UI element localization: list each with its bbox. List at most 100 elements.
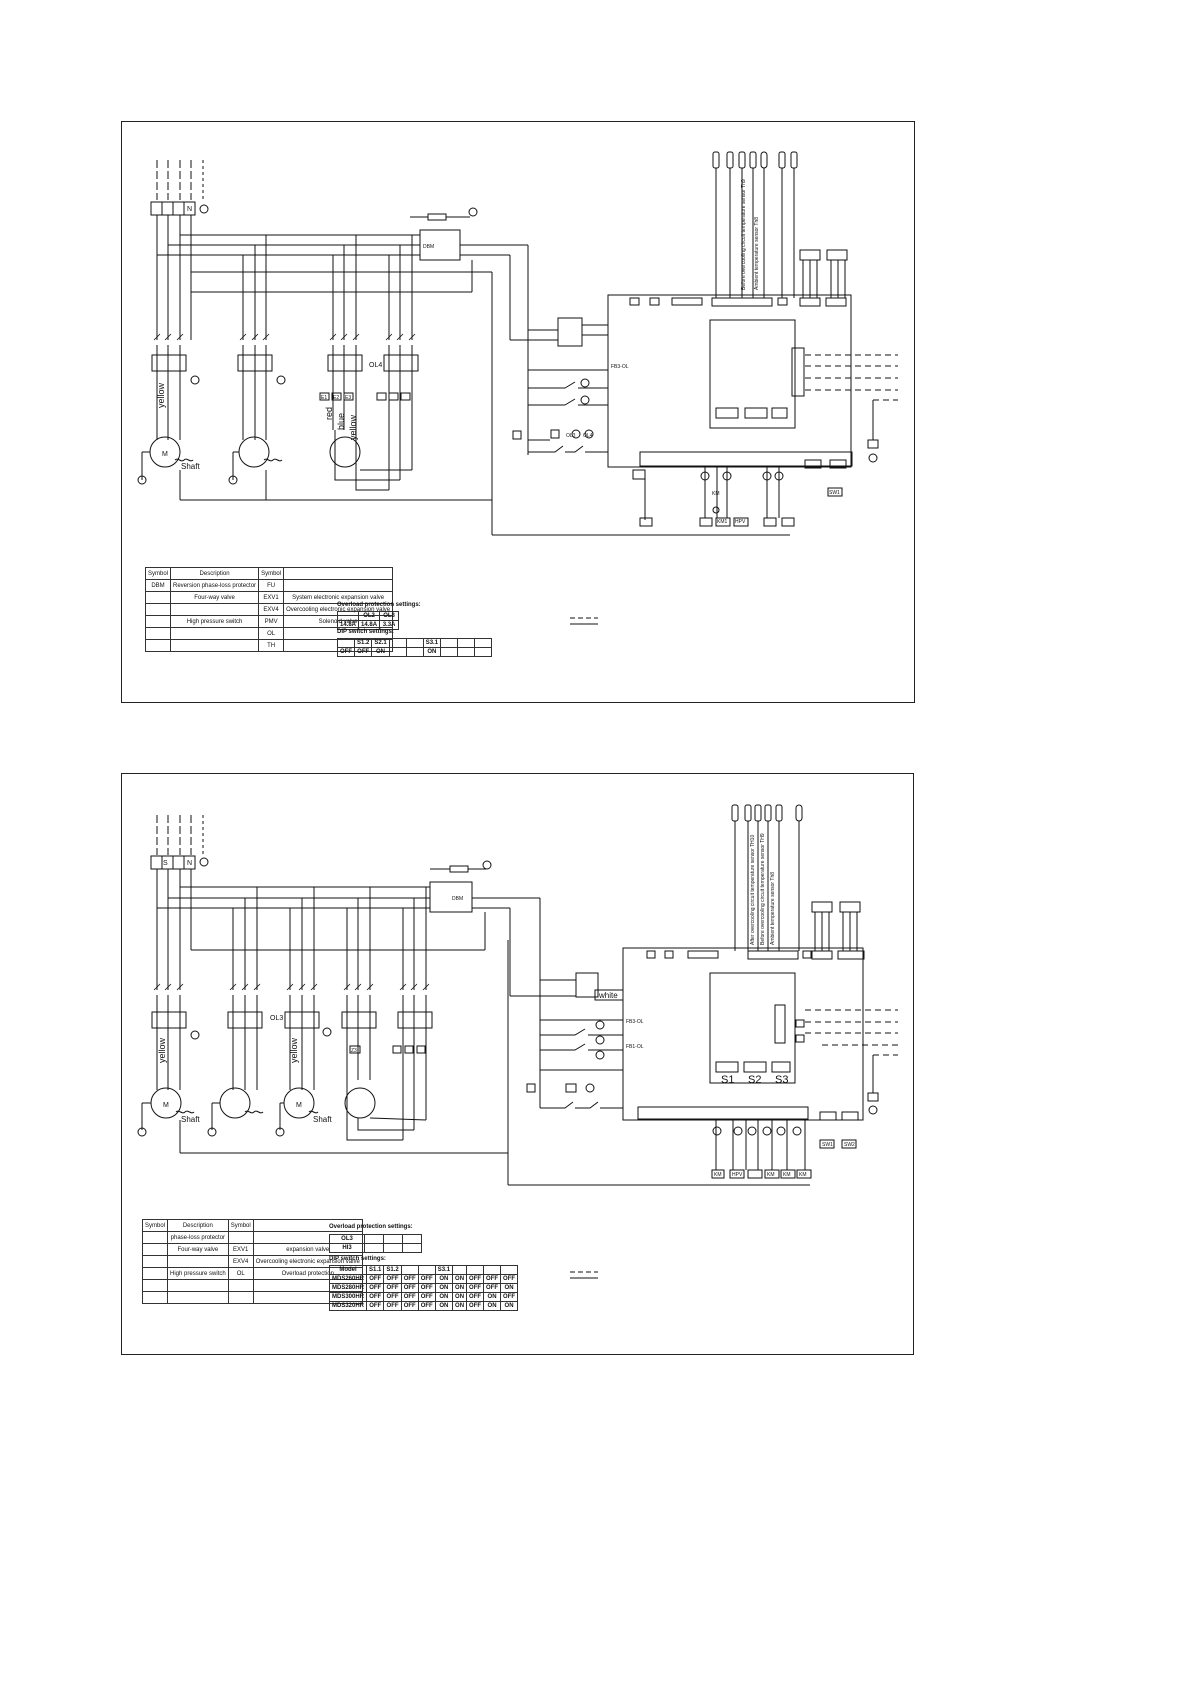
dip-header [500,1265,519,1275]
dip-header [440,638,459,648]
dip-value: OFF [466,1283,485,1293]
terminal-e1: E1 [321,395,327,401]
sensor-label-th8-2: Ambient temperature sensor Th8 [770,872,776,945]
km-box-2: KM [767,1172,775,1178]
dip-value: ON [452,1292,468,1302]
overload-header: OL3 [379,611,400,621]
table-cell [227,1291,254,1304]
table-cell [144,627,172,640]
dip-value: ON [500,1283,519,1293]
dip-value: ON [434,1301,454,1311]
dip-model: MDS280HR [328,1283,368,1293]
table-cell: OL [227,1267,254,1280]
overload-header [336,611,360,621]
overload-value [364,1243,384,1253]
overload-table-2: OL3 HI3 [329,1234,422,1253]
dbm-label-2: DBM [452,896,463,902]
symbol-table-2-header: Description [167,1219,229,1232]
sensor-label-th9-2: Before overcooling circuit temperature s… [760,833,766,945]
dip-header [405,638,424,648]
km-box-1: KM [714,1172,722,1178]
symbol-table-1-header: Symbol [144,567,172,580]
dip-value: OFF [466,1292,485,1302]
wire-color-yellow: yellow [156,382,166,408]
dip-header [400,1265,419,1275]
dip-header [466,1265,485,1275]
table-cell [144,603,172,616]
dip-value: OFF [383,1283,402,1293]
table-cell: phase-loss protector [167,1231,229,1244]
overload-header: OL2 [358,611,381,621]
table-cell: FU [258,579,285,592]
dip-value: ON [434,1283,454,1293]
shaft-label: Shaft [181,462,200,471]
table-cell [141,1267,169,1280]
switch-s3-label: S3 [775,1074,788,1086]
terminal-e2: E2 [333,395,339,401]
dip-title-1: DIP switch settings: [337,629,394,635]
km-box-3: KM [783,1172,791,1178]
ol4-label: OL4 [369,362,382,369]
table-cell [141,1243,169,1256]
dip-header: S1.1 [366,1265,385,1275]
table-cell: Four-way valve [167,1243,229,1256]
table-cell [144,591,172,604]
table-cell: High pressure switch [170,615,260,628]
table-cell: EXV1 [258,591,285,604]
dip-title-2: DIP switch settings: [329,1256,386,1262]
switch-s1-label: S1 [721,1074,734,1086]
wire-color-yellow-4: yellow [289,1037,299,1063]
dip-value: OFF [400,1301,419,1311]
dip-value: OFF [500,1292,519,1302]
dip-value: OFF [400,1274,419,1284]
overload-value [364,1234,384,1244]
dip-value: ON [434,1274,454,1284]
km-box-4: KM [799,1172,807,1178]
dip-value [388,647,407,657]
overload-row-label: HI3 [329,1243,365,1253]
overload-title-2: Overload protection settings: [329,1224,413,1230]
table-cell [144,615,172,628]
table-cell [167,1291,229,1304]
chain-ol3-label: OL3 [566,433,576,439]
hpv-box-label: HPV [735,519,746,525]
dip-value: OFF [417,1292,436,1302]
dip-value: OFF [400,1292,419,1302]
dip-value: OFF [400,1283,419,1293]
table-cell [170,603,260,616]
table-cell: OL [258,627,285,640]
dip-header: S2.1 [371,638,390,648]
chain-ol4-label: OL4 [583,433,593,439]
sw1-label: SW1 [829,490,840,496]
table-cell [227,1279,254,1292]
dip-value: OFF [417,1283,436,1293]
overload-value [383,1234,403,1244]
dip-value [457,647,476,657]
symbol-table-1-header: Description [170,567,260,580]
motor-label-m: M [162,451,168,458]
terminal-z3: Z3 [351,1048,357,1054]
fb3-label: FB3-OL [611,364,629,370]
dip-value: ON [422,647,442,657]
dip-value: OFF [366,1292,385,1302]
dip-value: OFF [483,1274,502,1284]
dip-value: ON [500,1301,519,1311]
overload-title-1: Overload protection settings: [337,602,421,608]
km1-box-label: KM1 [717,519,728,525]
table-cell [283,579,394,592]
table-cell: EXV4 [227,1255,254,1268]
overload-value: 3.3A [379,620,400,630]
dip-value: OFF [483,1283,502,1293]
terminal-e3: E3 [345,395,351,401]
dip-value: ON [434,1292,454,1302]
motor-label-m-2: M [163,1102,169,1109]
dip-model: MDS300HR [328,1292,368,1302]
dip-value: OFF [466,1274,485,1284]
table-cell [167,1255,229,1268]
table-cell [170,627,260,640]
table-cell: TH [258,639,285,652]
table-cell [170,639,260,652]
diagram-2-wiring [137,804,898,1279]
shaft-label-3: Shaft [313,1115,332,1124]
dip-value [405,647,424,657]
